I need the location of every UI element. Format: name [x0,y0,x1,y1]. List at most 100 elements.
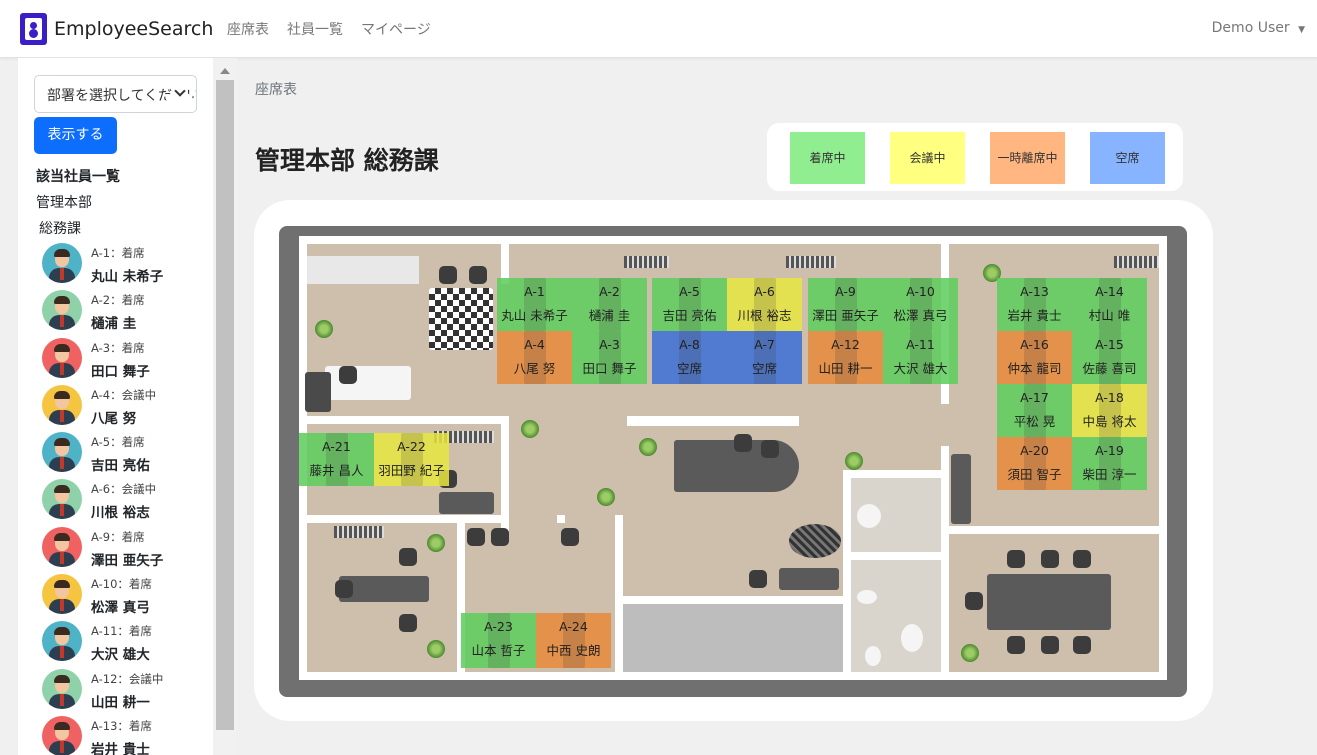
seat-id: A-7 [754,337,775,352]
seat-occupant: 藤井 昌人 [309,463,364,478]
caret-down-icon: ▼ [1298,25,1305,35]
seat-a-9[interactable]: A-9 澤田 亜矢子 [808,278,883,331]
section-label: 総務課 [39,221,81,237]
employee-name: 丸山 未希子 [91,269,164,285]
seat-a-11[interactable]: A-11 大沢 雄大 [883,331,958,384]
employee-list-item[interactable]: A-9：着席澤田 亜矢子 [42,526,213,574]
employee-list-item[interactable]: A-1：着席丸山 未希子 [42,243,213,290]
seat-occupant: 中島 将太 [1082,414,1137,429]
avatar [42,243,82,283]
brand[interactable]: EmployeeSearch [20,13,213,45]
employee-name: 樋浦 圭 [91,316,137,333]
seat-occupant: 川根 裕志 [737,308,792,323]
seat-id: A-9 [835,284,856,299]
seat-occupant: 澤田 亜矢子 [812,308,879,323]
seat-a-6[interactable]: A-6 川根 裕志 [727,278,802,331]
avatar [42,290,82,331]
seat-id: A-14 [1095,284,1124,299]
seat-occupant: 柴田 淳一 [1082,467,1137,482]
avatar [42,479,82,520]
brand-name: EmployeeSearch [54,18,214,40]
nav-link-mypage[interactable]: マイページ [361,22,431,38]
nav-link-seating[interactable]: 座席表 [227,22,269,38]
employee-name: 吉田 亮佑 [91,458,150,475]
user-menu[interactable]: Demo User ▼ [1212,20,1305,36]
seat-a-4[interactable]: A-4 八尾 努 [497,331,572,384]
seat-a-12[interactable]: A-12 山田 耕一 [808,331,883,384]
avatar [42,337,82,378]
employee-list-item[interactable]: A-12：会議中山田 耕一 [42,668,213,716]
seat-id: A-2 [599,284,620,299]
seat-id: A-19 [1095,443,1124,458]
seat-a-24[interactable]: A-24 中西 史朗 [536,613,611,668]
seat-id: A-6 [754,284,775,299]
top-navbar: EmployeeSearch 座席表 社員一覧 マイページ Demo User … [0,0,1317,58]
avatar [42,668,82,709]
seat-id: A-17 [1020,390,1049,405]
seat-id: A-24 [559,619,588,634]
show-button[interactable]: 表示する [34,117,117,154]
employee-name: 田口 舞子 [91,363,150,380]
employee-list-item[interactable]: A-6：会議中川根 裕志 [42,479,213,526]
breadcrumb: 座席表 [255,82,297,98]
legend-meeting: 会議中 [890,132,965,184]
employee-list-item[interactable]: A-13：着席岩井 貴士 [42,715,213,755]
employee-badge-icon [20,13,47,45]
employee-list-item[interactable]: A-10：着席松澤 真弓 [42,574,213,621]
employee-seat-status: A-12：会議中 [91,671,164,686]
employee-seat-status: A-10：着席 [91,577,152,592]
employee-list-item[interactable]: A-11：着席大沢 雄大 [42,621,213,668]
sidebar-scrollbar[interactable] [213,58,237,755]
seat-a-19[interactable]: A-19 柴田 淳一 [1072,437,1147,490]
avatar [42,621,82,662]
division-label: 管理本部 [36,195,92,211]
employee-seat-status: A-2：着席 [91,293,145,308]
seat-id: A-4 [524,337,545,352]
employee-list-item[interactable]: A-5：着席吉田 亮佑 [42,432,213,479]
nav-link-employees[interactable]: 社員一覧 [287,22,343,38]
seat-occupant: 八尾 努 [513,361,556,376]
department-select[interactable]: 部署を選択してください [34,75,197,113]
seat-id: A-16 [1020,337,1049,352]
seat-occupant: 松澤 真弓 [893,308,948,323]
avatar [42,526,82,567]
avatar [42,432,82,473]
avatar [42,574,82,615]
seat-occupant: 中西 史朗 [546,643,601,658]
legend-away: 一時離席中 [990,132,1065,184]
seat-occupant: 佐藤 喜司 [1082,361,1137,376]
scrollbar-thumb[interactable] [216,80,234,730]
seat-occupant: 大沢 雄大 [893,361,948,376]
seat-occupant: 空席 [676,361,702,376]
employee-list-item[interactable]: A-4：会議中八尾 努 [42,384,213,432]
avatar [42,715,82,755]
employee-list-item[interactable]: A-3：着席田口 舞子 [42,337,213,385]
employee-name: 川根 裕志 [91,505,150,522]
seat-occupant: 山本 哲子 [471,643,526,658]
seat-id: A-11 [906,337,935,352]
employee-list-heading: 該当社員一覧 [36,169,120,185]
employee-list-item[interactable]: A-2：着席樋浦 圭 [42,290,213,337]
scroll-up-arrow-icon[interactable] [220,68,230,74]
seat-id: A-12 [831,337,860,352]
department-select-value: 部署を選択してください [47,88,197,104]
seat-occupant: 山田 耕一 [818,361,873,376]
